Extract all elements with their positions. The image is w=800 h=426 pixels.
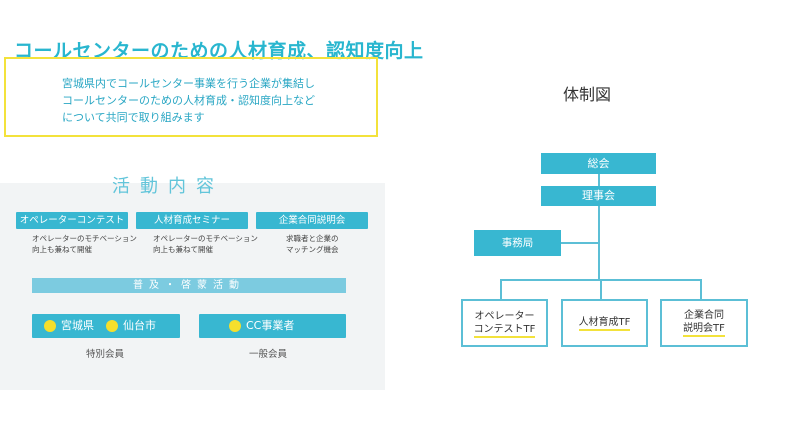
tf-briefing-label-2: 説明会TF bbox=[683, 322, 725, 337]
intro-line-3: について共同で取り組みます bbox=[62, 111, 205, 124]
member-cc-business: CC事業者 bbox=[246, 319, 295, 332]
tf-briefing-label-1: 企業合同 bbox=[684, 310, 724, 321]
connector-line bbox=[500, 279, 502, 299]
activity-contest-pill: オペレーターコンテスト bbox=[16, 212, 128, 229]
page-title: コールセンターのための人材育成、認知度向上 bbox=[14, 40, 424, 62]
general-assembly-box: 総会 bbox=[541, 153, 656, 174]
activities-title: 活動内容 bbox=[112, 176, 224, 197]
board-box: 理事会 bbox=[541, 186, 656, 206]
connector-line bbox=[700, 279, 702, 299]
special-member-caption: 特別会員 bbox=[86, 349, 125, 360]
activity-briefing-desc-1: 求職者と企業の bbox=[286, 234, 339, 243]
connector-line bbox=[600, 279, 602, 299]
intro-line-2: コールセンターのための人材育成・認知度向上など bbox=[62, 94, 315, 107]
activity-seminar-pill: 人材育成セミナー bbox=[136, 212, 248, 229]
general-member-caption: 一般会員 bbox=[249, 349, 288, 360]
bullet-dot-icon bbox=[106, 320, 118, 332]
intro-box bbox=[4, 57, 378, 137]
connector-line bbox=[561, 242, 599, 244]
tf-contest-label-1: オペレーター bbox=[474, 311, 535, 322]
tf-hr-box: 人材育成TF bbox=[561, 299, 648, 347]
secretariat-box: 事務局 bbox=[474, 230, 561, 256]
connector-line bbox=[598, 206, 600, 280]
activity-briefing-desc-2: マッチング機会 bbox=[286, 245, 339, 254]
intro-line-1: 宮城県内でコールセンター事業を行う企業が集結し bbox=[62, 77, 315, 90]
org-chart-title: 体制図 bbox=[563, 85, 612, 104]
bullet-dot-icon bbox=[44, 320, 56, 332]
connector-line bbox=[598, 174, 600, 186]
spread-activities-bar: 普及・啓蒙活動 bbox=[32, 278, 346, 293]
activity-briefing-pill: 企業合同説明会 bbox=[256, 212, 368, 229]
activity-seminar-desc-2: 向上も兼ねて開催 bbox=[153, 245, 213, 254]
member-miyagi: 宮城県 bbox=[61, 319, 94, 332]
activity-seminar-desc-1: オペレーターのモチベーション bbox=[153, 234, 258, 243]
bullet-dot-icon bbox=[229, 320, 241, 332]
activity-contest-desc-2: 向上も兼ねて開催 bbox=[32, 245, 92, 254]
tf-briefing-box: 企業合同 説明会TF bbox=[660, 299, 748, 347]
general-member-box bbox=[199, 314, 346, 338]
activity-contest-desc-1: オペレーターのモチベーション bbox=[32, 234, 137, 243]
tf-contest-box: オペレーター コンテストTF bbox=[461, 299, 548, 347]
tf-hr-label: 人材育成TF bbox=[578, 316, 631, 331]
tf-contest-label-2: コンテストTF bbox=[473, 323, 536, 338]
member-sendai: 仙台市 bbox=[123, 319, 156, 332]
